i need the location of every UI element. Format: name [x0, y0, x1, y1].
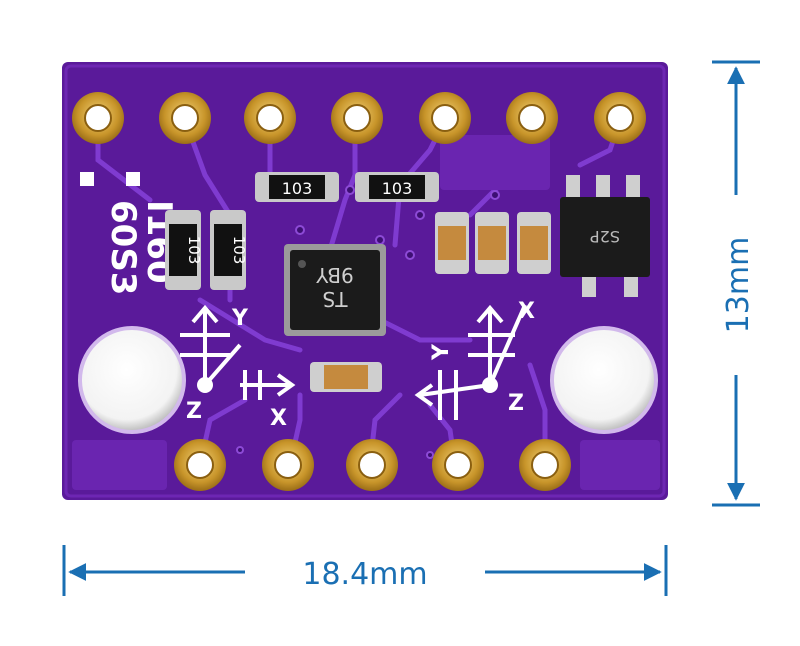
resistor-label: 103: [230, 236, 248, 265]
pin-pad: [262, 439, 314, 491]
height-label: 13mm: [721, 237, 756, 334]
width-label: 18.4mm: [302, 557, 427, 592]
pin-pad: [174, 439, 226, 491]
height-dimension: 13mm: [712, 60, 760, 507]
axis-diagram-right: [414, 304, 527, 420]
pin-pad: [159, 92, 211, 144]
silk-text-line2: 60S3: [103, 200, 143, 295]
capacitor-3: [517, 212, 551, 274]
capacitor-1: [435, 212, 469, 274]
ground-pour-right: [440, 135, 550, 190]
pin-pad: [432, 439, 484, 491]
resistor-4: 103: [210, 210, 248, 290]
resistor-label: 103: [282, 179, 313, 198]
chip-marking-line2: 9BY: [315, 263, 353, 287]
axis-label-x-left: X: [270, 406, 287, 431]
resistor-label: 103: [382, 179, 413, 198]
resistor-3: 103: [165, 210, 203, 290]
ground-pour-bottom-right: [580, 440, 660, 490]
regulator-chip: S2P: [560, 175, 650, 297]
pin-pad: [331, 92, 383, 144]
pin-pad: [72, 92, 124, 144]
chip-marking-line1: TS: [323, 287, 349, 311]
mounting-holes: [78, 326, 658, 434]
axis-diagram-left: [180, 304, 296, 400]
axis-label-z-right: Z: [508, 391, 524, 416]
width-dimension: 18.4mm: [62, 545, 668, 596]
regulator-marking: S2P: [590, 227, 620, 246]
resistor-1: 103: [255, 172, 339, 202]
mounting-hole-right: [550, 326, 658, 434]
capacitor-4: [310, 362, 382, 392]
silk-marker: [80, 172, 94, 186]
pin-pad: [519, 439, 571, 491]
axis-label-y-right: Y: [429, 343, 454, 361]
sensor-chip: TS 9BY: [284, 244, 386, 336]
ground-pour-bottom-left: [72, 440, 167, 490]
header-pads-bottom: [174, 439, 571, 491]
axis-label-x-right: X: [518, 299, 535, 324]
axis-label-z-left: Z: [186, 399, 202, 424]
pin-pad: [419, 92, 471, 144]
header-pads-top: [72, 92, 646, 144]
pin-pad: [346, 439, 398, 491]
axis-label-y-left: Y: [231, 306, 249, 331]
pin-pad: [594, 92, 646, 144]
silk-marker: [126, 172, 140, 186]
pin-pad: [506, 92, 558, 144]
mounting-hole-left: [78, 326, 186, 434]
resistor-2: 103: [355, 172, 439, 202]
resistor-label: 103: [185, 236, 203, 265]
capacitor-2: [475, 212, 509, 274]
pin-pad: [244, 92, 296, 144]
